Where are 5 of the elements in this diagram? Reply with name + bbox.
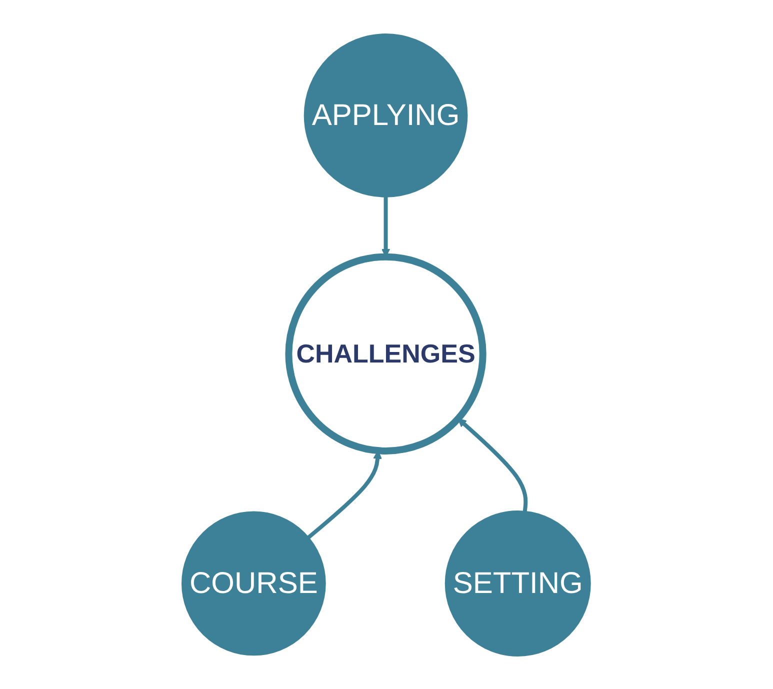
node-circle: COURSE [182,510,326,656]
node-circle: SETTING [445,510,592,656]
node-circle: CHALLENGES [286,252,487,454]
node-circle: APPLYING [304,33,468,197]
arrow [458,418,528,511]
